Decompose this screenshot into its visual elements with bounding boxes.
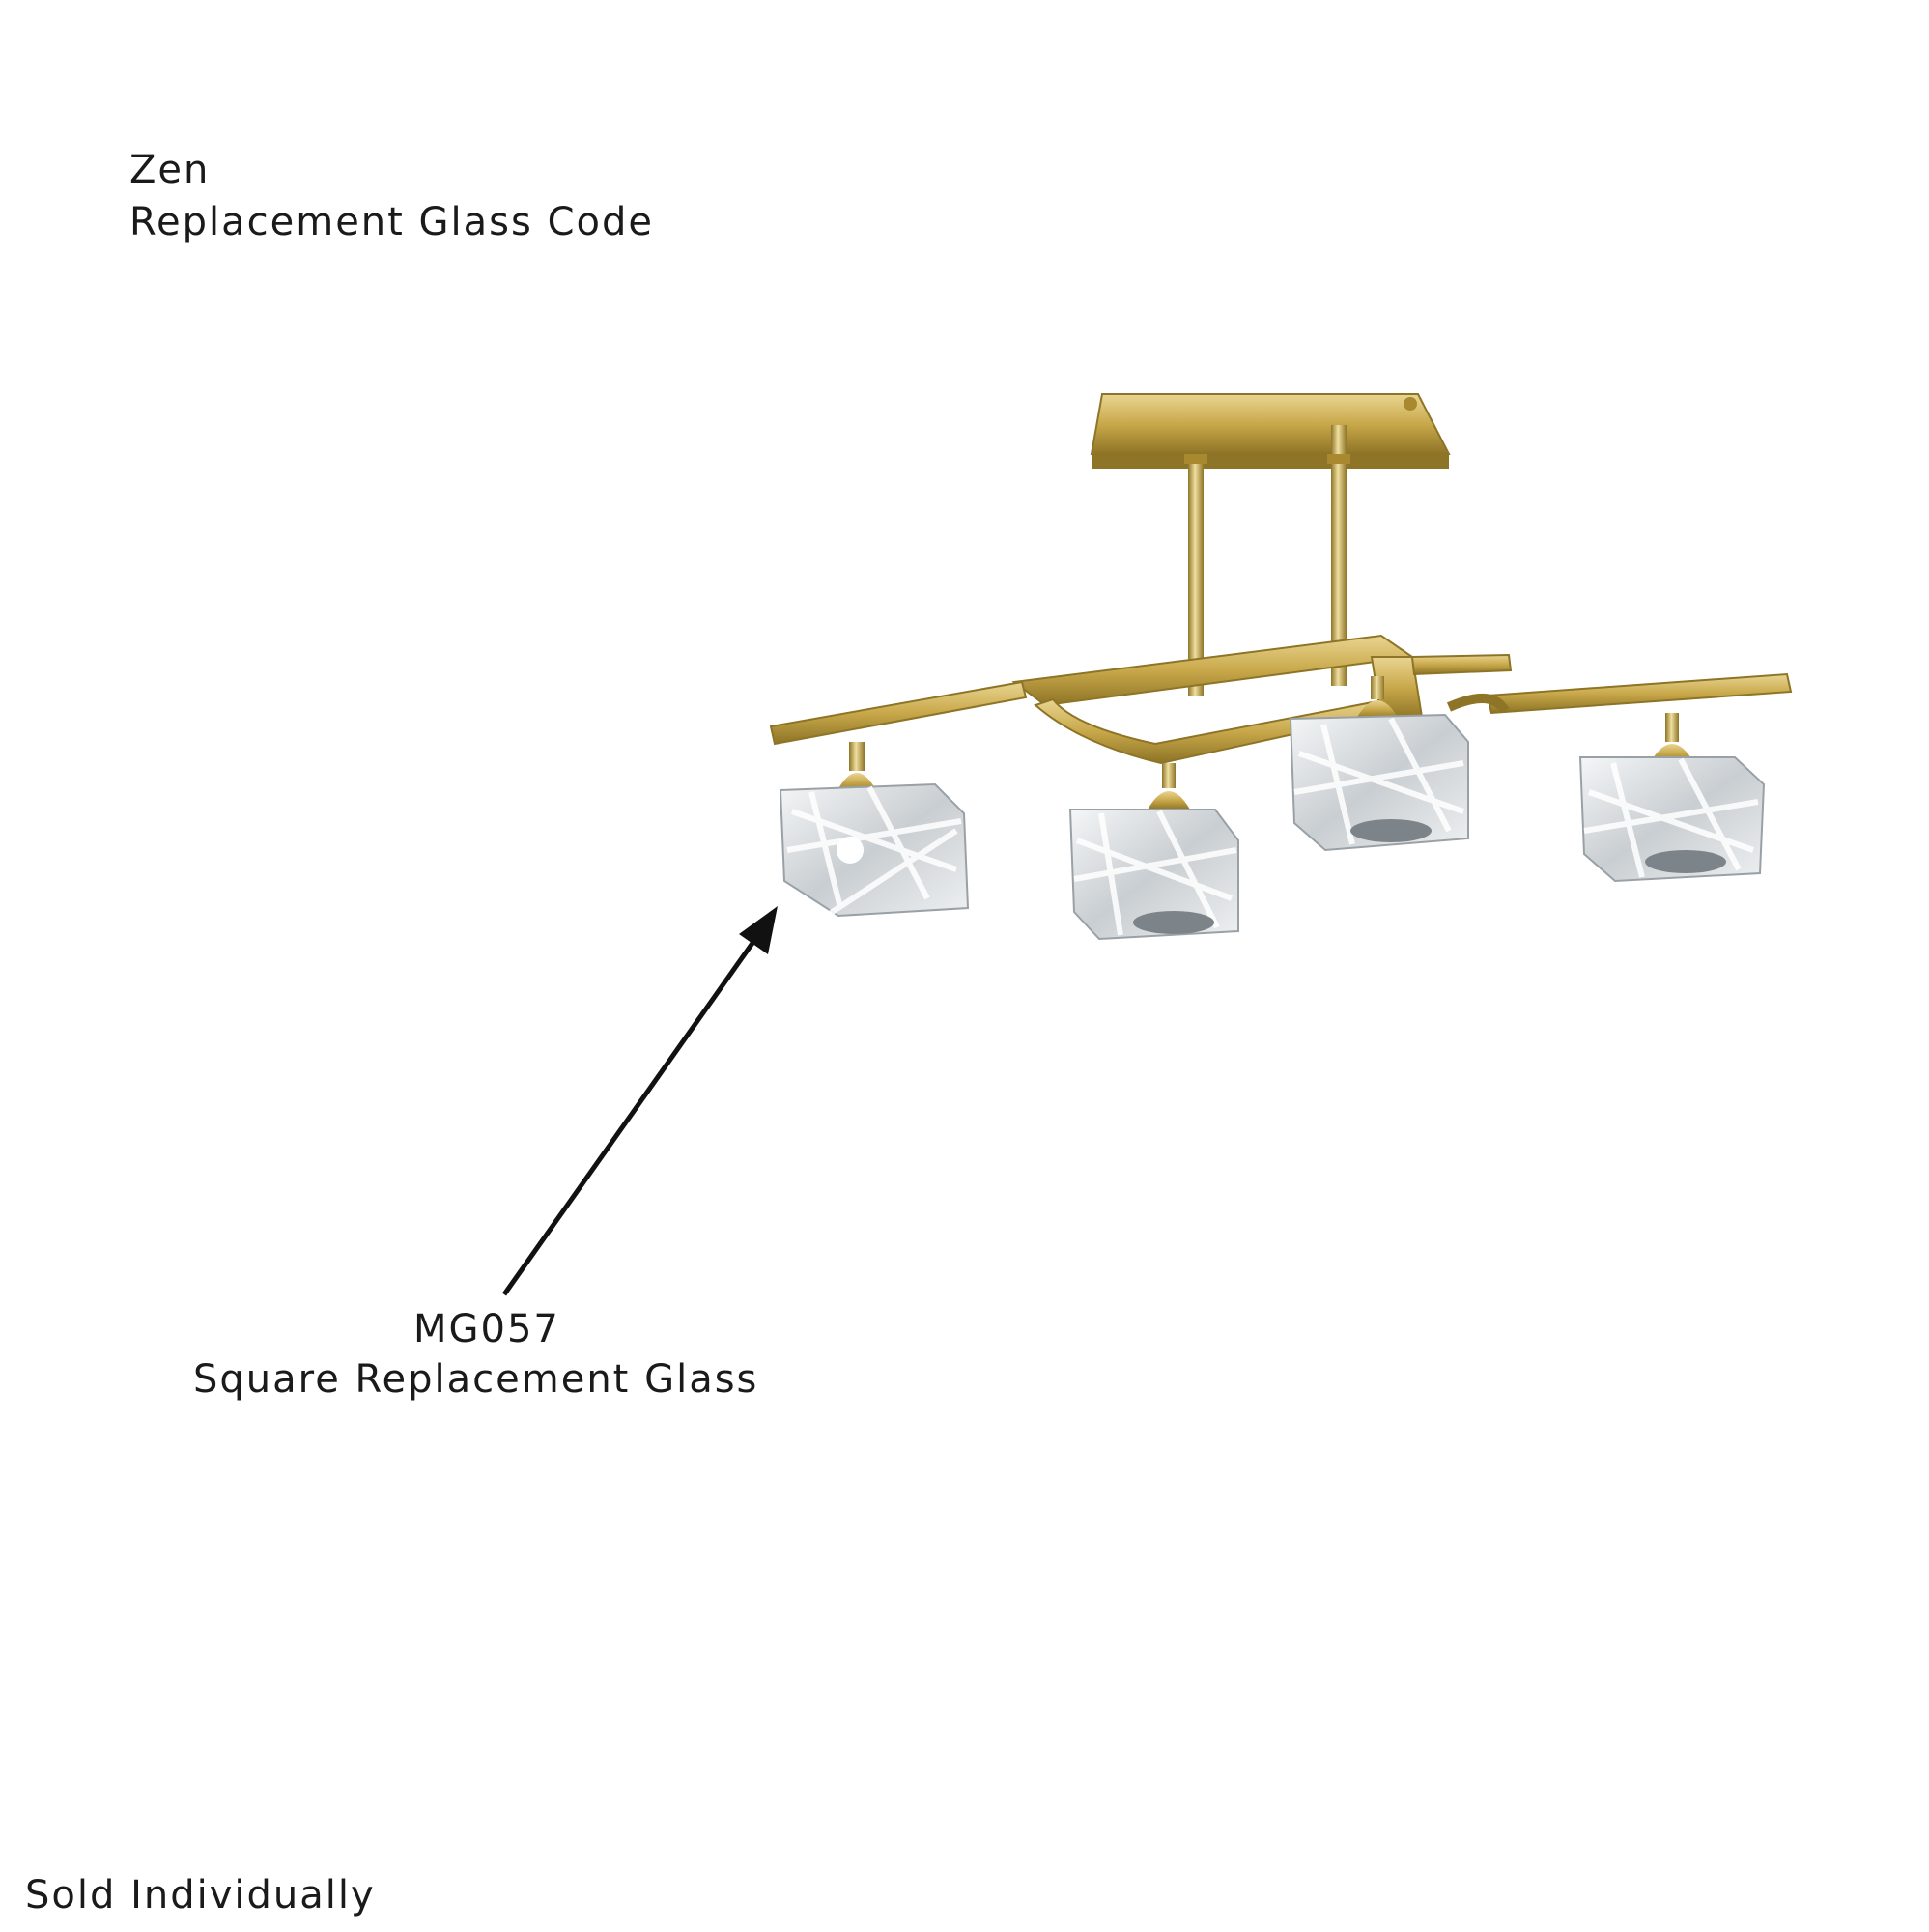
support-rods: [1184, 425, 1350, 696]
glass-part-description: Square Replacement Glass: [193, 1357, 759, 1402]
sold-individually-note: Sold Individually: [25, 1873, 376, 1918]
ceiling-plate: [1090, 393, 1451, 469]
product-title: Zen: [129, 148, 211, 192]
glass-shade-3: [1289, 713, 1469, 852]
glass-shade-4: [1578, 756, 1766, 883]
callout-arrow: [501, 906, 778, 1296]
glass-shade-2: [1068, 809, 1239, 941]
glass-shade-1: [779, 782, 970, 918]
glass-part-code: MG057: [413, 1307, 560, 1351]
product-subtitle: Replacement Glass Code: [129, 200, 654, 244]
light-arms: [769, 653, 1793, 746]
